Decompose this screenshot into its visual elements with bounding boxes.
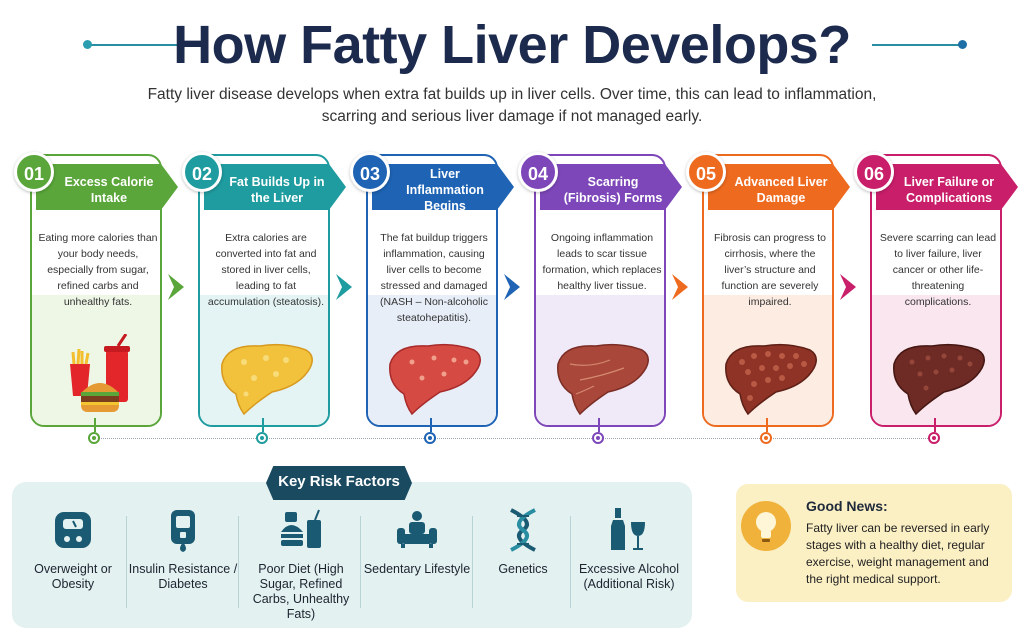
step-card-5: 05 Advanced Liver Damage Fibrosis can pr… [686, 152, 850, 427]
title-decor-line-right [872, 44, 962, 46]
risk-divider [570, 516, 571, 608]
timeline-stem [766, 418, 768, 432]
timeline-dot [424, 432, 436, 444]
timeline-stem [94, 418, 96, 432]
step-card-1: 01 Excess Calorie Intake Eating more cal… [14, 152, 178, 427]
timeline-stem [262, 418, 264, 432]
step-number-badge: 03 [350, 152, 390, 192]
chevron-right-icon [168, 274, 184, 300]
step-number-badge: 06 [854, 152, 894, 192]
steps-row: 01 Excess Calorie Intake Eating more cal… [0, 146, 1024, 446]
step-description: Ongoing inflammation leads to scar tissu… [542, 232, 662, 292]
risk-factor-insulin: Insulin Resistance / Diabetes [128, 506, 238, 592]
page-subtitle: Fatty liver disease develops when extra … [147, 86, 877, 125]
risk-factors-panel [12, 482, 692, 628]
glucose-meter-icon [171, 510, 195, 552]
step-card-6: 06 Liver Failure or Complications Severe… [854, 152, 1018, 427]
risk-factors-title: Key Risk Factors [266, 466, 412, 500]
risk-factor-overweight: Overweight or Obesity [18, 506, 128, 592]
cirrhotic-liver-icon [725, 343, 817, 416]
inflamed-liver-icon [389, 343, 481, 416]
risk-divider [472, 516, 473, 608]
step-description: Severe scarring can lead to liver failur… [879, 232, 997, 308]
risk-factor-label: Insulin Resistance / Diabetes [128, 562, 238, 591]
risk-factor-alcohol: Excessive Alcohol (Additional Risk) [574, 506, 684, 592]
title-decor-line-left [88, 44, 180, 46]
risk-factor-label: Genetics [498, 562, 548, 576]
step-card-3: 03 Liver Inflammation Begins The fat bui… [350, 152, 514, 427]
title-decor-dot-right [958, 40, 967, 49]
step-title-ribbon: Liver Inflammation Begins [372, 164, 514, 210]
risk-divider [126, 516, 127, 608]
step-card-4: 04 Scarring (Fibrosis) Forms Ongoing inf… [518, 152, 682, 427]
title-decor-dot-left [83, 40, 92, 49]
step-description: The fat buildup triggers inflammation, c… [380, 232, 488, 324]
couch-person-icon [397, 511, 437, 548]
risk-factor-label: Sedentary Lifestyle [363, 562, 471, 576]
chevron-right-icon [336, 274, 352, 300]
risk-factor-genetics: Genetics [468, 506, 578, 577]
timeline-dot [760, 432, 772, 444]
step-number-badge: 02 [182, 152, 222, 192]
step-number-badge: 04 [518, 152, 558, 192]
timeline-dot [88, 432, 100, 444]
step-title-ribbon: Advanced Liver Damage [708, 164, 850, 210]
risk-divider [238, 516, 239, 608]
step-description: Eating more calories than your body need… [38, 232, 158, 308]
timeline-line [94, 438, 934, 439]
fibrotic-liver-icon [557, 343, 649, 416]
title-row: How Fatty Liver Develops? [0, 8, 1024, 78]
chevron-right-icon [504, 274, 520, 300]
alcohol-icon [611, 508, 645, 550]
risk-factor-label: Excessive Alcohol (Additional Risk) [578, 562, 680, 591]
step-number-badge: 01 [14, 152, 54, 192]
risk-factor-poor-diet: Poor Diet (High Sugar, Refined Carbs, Un… [246, 506, 356, 622]
fast-food-icon [70, 334, 130, 412]
risk-divider [360, 516, 361, 608]
page-title: How Fatty Liver Develops? [173, 15, 851, 75]
timeline-dot [592, 432, 604, 444]
timeline-dot [928, 432, 940, 444]
risk-factor-label: Poor Diet (High Sugar, Refined Carbs, Un… [252, 562, 350, 621]
risk-factor-sedentary: Sedentary Lifestyle [362, 506, 472, 577]
dna-icon [510, 508, 536, 552]
step-card-2: 02 Fat Builds Up in the Liver Extra calo… [182, 152, 346, 427]
fatty-liver-icon [221, 343, 313, 416]
junk-food-icon [281, 509, 321, 548]
chevron-right-icon [672, 274, 688, 300]
good-news-title: Good News: [806, 498, 888, 514]
step-description: Extra calories are converted into fat an… [207, 232, 325, 308]
timeline-stem [934, 418, 936, 432]
failing-liver-icon [893, 343, 985, 416]
step-description: Fibrosis can progress to cirrhosis, wher… [713, 232, 827, 308]
step-title-ribbon: Scarring (Fibrosis) Forms [540, 164, 682, 210]
step-number-badge: 05 [686, 152, 726, 192]
lightbulb-icon [741, 501, 791, 551]
timeline-dot [256, 432, 268, 444]
timeline-stem [430, 418, 432, 432]
risk-factor-label: Overweight or Obesity [34, 562, 112, 591]
step-title-ribbon: Fat Builds Up in the Liver [204, 164, 346, 210]
timeline-stem [598, 418, 600, 432]
good-news-text: Fatty liver can be reversed in early sta… [806, 521, 990, 586]
chevron-right-icon [840, 274, 856, 300]
step-title-ribbon: Excess Calorie Intake [36, 164, 178, 210]
scale-icon [55, 512, 91, 548]
step-title-ribbon: Liver Failure or Complications [876, 164, 1018, 210]
